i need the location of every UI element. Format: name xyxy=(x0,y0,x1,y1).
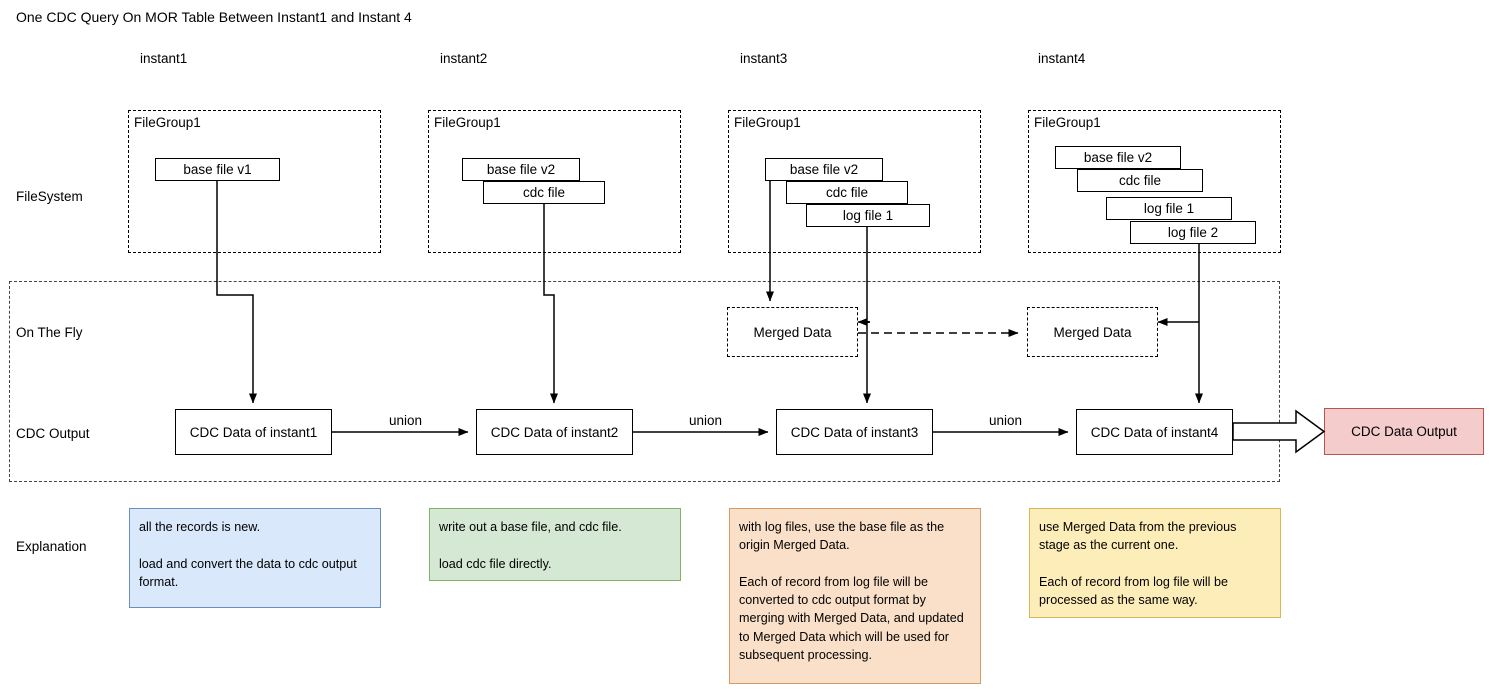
explanation-box-instant1: all the records is new. load and convert… xyxy=(129,508,381,608)
file-box-cdc-file[interactable]: cdc file xyxy=(1077,169,1203,192)
row-label-cdc-output: CDC Output xyxy=(16,426,90,441)
column-header-instant3: instant3 xyxy=(740,51,788,66)
explanation-box-instant2: write out a base file, and cdc file. loa… xyxy=(429,508,681,581)
filegroup-container-instant1: FileGroup1 xyxy=(128,110,381,253)
file-box-cdc-file[interactable]: cdc file xyxy=(483,181,605,204)
row-label-filesystem: FileSystem xyxy=(16,189,83,204)
union-label-2: union xyxy=(685,412,727,431)
file-box-log-file-1[interactable]: log file 1 xyxy=(806,204,930,227)
column-header-instant1: instant1 xyxy=(140,51,188,66)
filegroup-title: FileGroup1 xyxy=(134,115,201,130)
union-label-3: union xyxy=(985,412,1027,431)
file-box-log-file-2[interactable]: log file 2 xyxy=(1130,221,1256,244)
cdc-data-box-instant1[interactable]: CDC Data of instant1 xyxy=(175,409,332,455)
column-header-instant2: instant2 xyxy=(440,51,488,66)
file-box-cdc-file[interactable]: cdc file xyxy=(786,181,908,204)
page-title: One CDC Query On MOR Table Between Insta… xyxy=(16,9,412,25)
cdc-data-box-instant2[interactable]: CDC Data of instant2 xyxy=(476,409,633,455)
explanation-box-instant4: use Merged Data from the previous stage … xyxy=(1029,508,1281,618)
file-box-base-file-v2[interactable]: base file v2 xyxy=(462,158,580,181)
file-box-base-file-v2[interactable]: base file v2 xyxy=(1055,146,1181,169)
filegroup-container-instant3: FileGroup1 xyxy=(728,110,981,253)
merged-data-box-instant3[interactable]: Merged Data xyxy=(727,307,858,357)
cdc-data-box-instant4[interactable]: CDC Data of instant4 xyxy=(1076,409,1233,455)
file-box-base-file-v1[interactable]: base file v1 xyxy=(155,158,280,181)
file-box-log-file-1[interactable]: log file 1 xyxy=(1106,197,1232,220)
filegroup-title: FileGroup1 xyxy=(734,115,801,130)
explanation-box-instant3: with log files, use the base file as the… xyxy=(729,508,981,684)
filegroup-container-instant4: FileGroup1 xyxy=(1028,110,1281,253)
column-header-instant4: instant4 xyxy=(1038,51,1086,66)
filegroup-title: FileGroup1 xyxy=(434,115,501,130)
row-label-on-the-fly: On The Fly xyxy=(16,325,83,340)
file-box-base-file-v2[interactable]: base file v2 xyxy=(765,158,883,181)
filegroup-title: FileGroup1 xyxy=(1034,115,1101,130)
union-label-1: union xyxy=(385,412,427,431)
cdc-data-output-box[interactable]: CDC Data Output xyxy=(1324,408,1484,455)
merged-data-box-instant4[interactable]: Merged Data xyxy=(1027,307,1158,357)
row-label-explanation: Explanation xyxy=(16,539,87,554)
on-the-fly-cdc-output-region xyxy=(9,281,1280,482)
cdc-data-box-instant3[interactable]: CDC Data of instant3 xyxy=(776,409,933,455)
